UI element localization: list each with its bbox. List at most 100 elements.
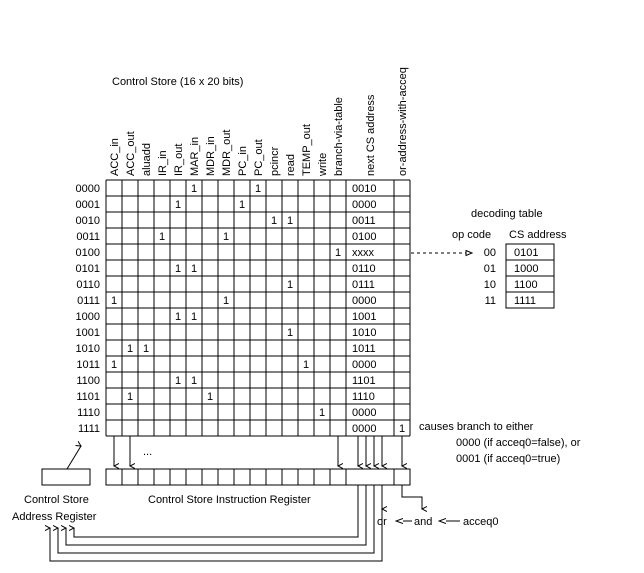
bit-one: 1 — [207, 391, 213, 403]
bit-one: 1 — [175, 311, 181, 323]
row-address: 0011 — [76, 231, 100, 243]
column-header: MDR_in — [205, 136, 217, 176]
register-outline — [105, 468, 411, 486]
decoding-cs-address: 1111 — [514, 295, 536, 307]
decoding-cs-address: 1000 — [514, 263, 538, 275]
column-header: MDR_out — [221, 130, 233, 176]
column-header: ACC_out — [125, 131, 137, 176]
decoding-table-title: decoding table — [471, 208, 543, 220]
bit-one: 1 — [191, 375, 197, 387]
column-header: IR_out — [173, 144, 185, 176]
address-register-label-line1: Control Store — [24, 494, 89, 506]
next-cs-address: 1011 — [352, 343, 376, 355]
row-address: 1100 — [76, 375, 100, 387]
bit-one: 1 — [127, 391, 133, 403]
row-address: 0111 — [77, 295, 100, 307]
next-cs-address: 0010 — [352, 183, 376, 195]
next-cs-address: 1110 — [352, 391, 375, 403]
column-header: IR_in — [157, 150, 169, 176]
next-cs-address: 0000 — [352, 423, 376, 435]
column-header: ACC_in — [109, 138, 121, 176]
bit-one: 1 — [191, 311, 197, 323]
bit-one: 1 — [111, 359, 117, 371]
dashed-arrow-head-icon — [465, 249, 474, 257]
decoding-cs-address: 1100 — [514, 279, 538, 291]
column-header: pcincr — [269, 146, 281, 176]
next-cs-address: 0000 — [352, 295, 376, 307]
control-store-title: Control Store (16 x 20 bits) — [112, 76, 243, 88]
branch-note-line3: 0001 (if acceq0=true) — [456, 453, 560, 465]
row-address: 1111 — [78, 423, 100, 435]
bit-one: 1 — [191, 263, 197, 275]
bit-one: 1 — [287, 327, 293, 339]
bit-one: 1 — [287, 215, 293, 227]
bit-one: 1 — [127, 343, 133, 355]
row-address: 0001 — [76, 199, 100, 211]
ellipsis: ... — [143, 446, 152, 458]
decoding-opcode: 10 — [484, 279, 496, 291]
instruction-register-label: Control Store Instruction Register — [148, 494, 311, 506]
row-address: 0110 — [76, 279, 100, 291]
address-register — [41, 468, 91, 486]
bit-one: 1 — [335, 247, 341, 259]
column-header: read — [285, 154, 297, 176]
bit-one: 1 — [255, 183, 261, 195]
column-header: TEMP_out — [301, 124, 313, 176]
bit-one: 1 — [303, 359, 309, 371]
bit-one: 1 — [175, 263, 181, 275]
decoding-opcode: 11 — [485, 295, 496, 307]
bit-one: 1 — [319, 407, 325, 419]
column-header: write — [317, 153, 329, 177]
next-cs-address: 0011 — [352, 215, 376, 227]
decoding-table-cell — [505, 291, 555, 309]
instruction-register — [105, 468, 411, 486]
next-cs-address: 1001 — [352, 311, 376, 323]
column-header: or-address-with-acceq — [397, 67, 409, 176]
acceq0-label: acceq0 — [463, 516, 498, 528]
bit-one: 1 — [223, 231, 229, 243]
bit-one: 1 — [159, 231, 165, 243]
column-headers: ACC_in ACC_out aluadd IR_in IR_out MAR_in MDR_… — [109, 67, 409, 177]
row-address: 1101 — [76, 391, 100, 403]
bit-one: 1 — [111, 295, 117, 307]
column-header: aluadd — [141, 143, 153, 176]
decoding-table: decoding table op code CS address 010100… — [452, 208, 567, 309]
and-gate-label: and — [414, 516, 432, 528]
row-address: 1001 — [76, 327, 100, 339]
row-address: 0100 — [76, 247, 100, 259]
or-gate-label: or — [377, 516, 387, 528]
next-cs-address: 1101 — [352, 375, 376, 387]
bit-one: 1 — [223, 295, 229, 307]
next-cs-address: 0110 — [352, 263, 376, 275]
decoding-opcode: 01 — [484, 263, 496, 275]
row-address: 0010 — [76, 215, 100, 227]
next-cs-address: 1010 — [352, 327, 376, 339]
bit-one: 1 — [287, 279, 293, 291]
next-cs-address: 0111 — [352, 279, 375, 291]
opcode-header: op code — [452, 229, 491, 241]
column-header: next CS address — [365, 94, 377, 176]
grid-to-register-wires — [114, 436, 402, 466]
row-address: 1000 — [76, 311, 100, 323]
row-address: 1110 — [77, 407, 100, 419]
cs-address-header: CS address — [509, 229, 567, 241]
bit-one: 1 — [271, 215, 277, 227]
decoding-opcode: 00 — [484, 247, 496, 259]
address-register-arrow — [66, 446, 81, 470]
address-register-label-line2: Address Register — [12, 511, 97, 523]
column-header: PC_out — [253, 139, 265, 176]
row-address: 1010 — [76, 343, 100, 355]
control-store-grid — [105, 179, 411, 437]
row-address: 0000 — [76, 183, 100, 195]
row-address: 1011 — [76, 359, 100, 371]
column-header: MAR_in — [189, 137, 201, 176]
next-cs-address: 0000 — [352, 199, 376, 211]
next-cs-address: 0000 — [352, 359, 376, 371]
row-address: 0101 — [76, 263, 100, 275]
bit-one: 1 — [143, 343, 149, 355]
bit-one: 1 — [175, 199, 181, 211]
bit-one: 1 — [175, 375, 181, 387]
bit-one: 1 — [191, 183, 197, 195]
